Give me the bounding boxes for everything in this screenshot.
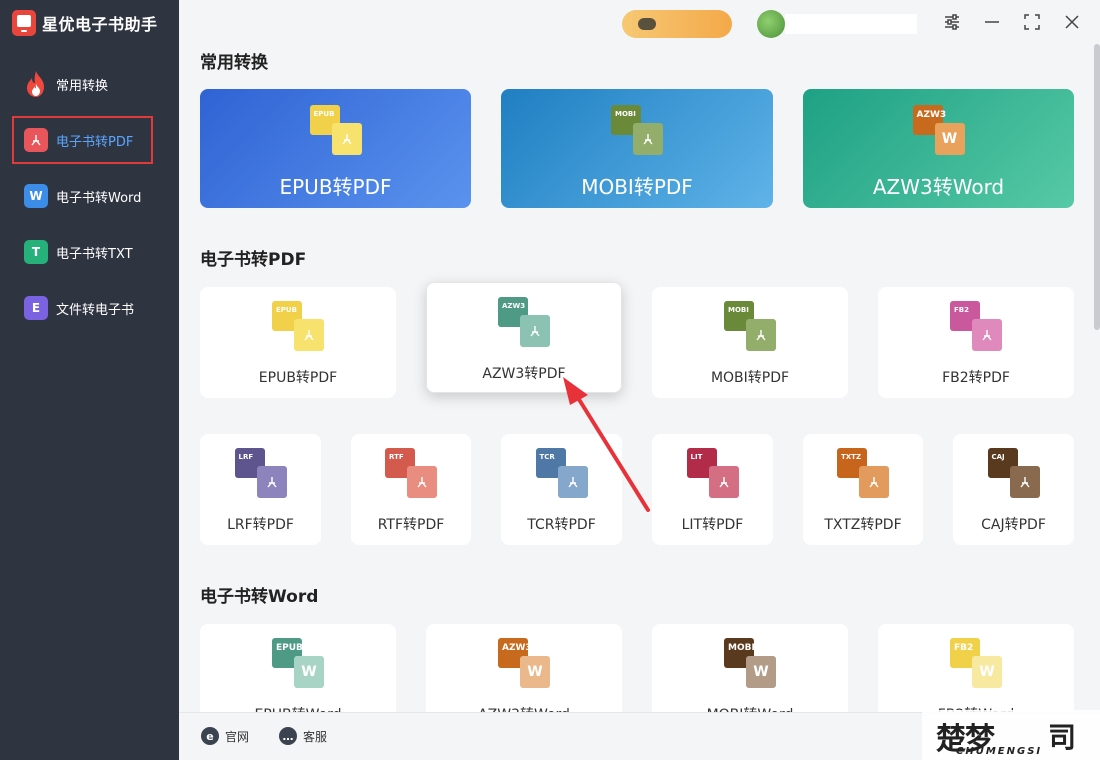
- user-account[interactable]: [757, 10, 917, 38]
- chat-icon: …: [279, 727, 297, 745]
- support-label: 客服: [303, 729, 328, 744]
- card-label: MOBI转PDF: [710, 370, 790, 386]
- convert-card-fb2-to-pdf[interactable]: FB2 FB2转PDF: [878, 287, 1074, 398]
- azw3-word-icon: AZW3 W: [498, 638, 550, 688]
- avatar[interactable]: [757, 10, 785, 38]
- azw3-word-icon: AZW3 W: [912, 105, 965, 155]
- tcr-pdf-icon: TCR: [535, 448, 588, 498]
- sidebar: 星优电子书助手 常用转换 电子书转PDF W 电子书转Word T 电子书转: [0, 0, 179, 760]
- quick-card-label: MOBI转PDF: [581, 175, 693, 199]
- sidebar-item-file-to-ebook[interactable]: E 文件转电子书: [0, 280, 179, 336]
- rtf-pdf-icon: RTF: [385, 448, 437, 498]
- section-title-common: 常用转换: [200, 53, 268, 73]
- convert-card-mobi-to-word[interactable]: MOBI W MOBI转Word: [652, 624, 848, 712]
- ie-icon: e: [201, 727, 219, 745]
- epub-word-icon: EPUB W: [272, 638, 324, 688]
- website-link[interactable]: e 官网: [201, 727, 249, 745]
- mobi-word-icon: MOBI W: [724, 638, 776, 688]
- mobi-pdf-icon: MOBI: [724, 301, 776, 351]
- mobi-pdf-icon: MOBI: [611, 105, 663, 155]
- quick-card-mobi-to-pdf[interactable]: MOBI MOBI转PDF: [501, 89, 773, 208]
- watermark-logo-icon: 司: [1048, 721, 1077, 754]
- card-label: AZW3转PDF: [482, 366, 566, 382]
- convert-card-fb2-to-word[interactable]: FB2 W FB2转Word: [878, 624, 1074, 712]
- section-title-to-pdf: 电子书转PDF: [200, 250, 307, 270]
- watermark-title: 楚梦: [936, 722, 995, 757]
- sidebar-item-ebook-to-word[interactable]: W 电子书转Word: [0, 168, 179, 224]
- main-content: 常用转换 EPUB EPUB转PDF MOBI MOBI转PDF AZW3 W …: [179, 44, 1092, 712]
- minimize-icon[interactable]: [982, 12, 1002, 32]
- settings-sliders-icon[interactable]: [942, 12, 962, 32]
- caj-pdf-icon: CAJ: [987, 448, 1040, 498]
- card-label: MOBI转Word: [652, 704, 848, 712]
- support-link[interactable]: … 客服: [279, 727, 327, 745]
- convert-card-epub-to-pdf[interactable]: EPUB EPUB转PDF: [200, 287, 396, 398]
- website-label: 官网: [225, 729, 250, 744]
- convert-card-azw3-to-pdf[interactable]: AZW3 AZW3转PDF: [426, 282, 622, 393]
- vip-pill-button[interactable]: [622, 10, 732, 38]
- sidebar-item-label: 常用转换: [56, 78, 109, 94]
- pdf-icon: [24, 128, 48, 152]
- lit-pdf-icon: LIT: [686, 448, 739, 498]
- sidebar-item-ebook-to-txt[interactable]: T 电子书转TXT: [0, 224, 179, 280]
- quick-card-label: AZW3转Word: [872, 175, 1005, 199]
- convert-card-azw3-to-word[interactable]: AZW3 W AZW3转Word: [426, 624, 622, 712]
- sidebar-nav: 常用转换 电子书转PDF W 电子书转Word T 电子书转TXT E 文件转电…: [0, 56, 179, 336]
- quick-card-label: EPUB转PDF: [279, 175, 392, 199]
- txt-icon: T: [24, 240, 48, 264]
- convert-card-caj-to-pdf[interactable]: CAJ CAJ转PDF: [953, 434, 1074, 545]
- card-label: RTF转PDF: [377, 517, 445, 533]
- fb2-word-icon: FB2 W: [950, 638, 1002, 688]
- quick-card-epub-to-pdf[interactable]: EPUB EPUB转PDF: [200, 89, 471, 208]
- fullscreen-icon[interactable]: [1022, 12, 1042, 32]
- lrf-pdf-icon: LRF: [234, 448, 287, 498]
- sidebar-item-label: 电子书转Word: [56, 190, 142, 206]
- app-brand: 星优电子书助手: [12, 10, 158, 36]
- card-label: AZW3转Word: [426, 704, 622, 712]
- sidebar-item-ebook-to-pdf[interactable]: 电子书转PDF: [0, 112, 179, 168]
- watermark: 楚梦 CHUMENGSI 司: [922, 710, 1100, 760]
- epub-pdf-icon: EPUB: [272, 301, 324, 351]
- word-icon: W: [24, 184, 48, 208]
- app-logo-icon: [12, 10, 36, 36]
- close-icon[interactable]: [1062, 12, 1082, 32]
- azw3-pdf-icon: AZW3: [498, 297, 550, 347]
- fire-icon: [24, 70, 48, 98]
- convert-card-txtz-to-pdf[interactable]: TXTZ TXTZ转PDF: [803, 434, 923, 545]
- card-label: TXTZ转PDF: [824, 517, 902, 533]
- quick-card-azw3-to-word[interactable]: AZW3 W AZW3转Word: [803, 89, 1074, 208]
- watermark-subtitle: CHUMENGSI: [956, 746, 1043, 757]
- card-label: TCR转PDF: [527, 517, 596, 533]
- sidebar-item-label: 文件转电子书: [56, 302, 135, 318]
- convert-card-lit-to-pdf[interactable]: LIT LIT转PDF: [652, 434, 773, 545]
- card-label: EPUB转PDF: [258, 370, 338, 386]
- sidebar-item-common[interactable]: 常用转换: [0, 56, 179, 112]
- highlight-frame: [12, 116, 153, 164]
- card-label: EPUB转Word: [200, 704, 396, 712]
- card-label: LIT转PDF: [681, 517, 744, 533]
- section-title-to-word: 电子书转Word: [200, 587, 319, 607]
- convert-card-tcr-to-pdf[interactable]: TCR TCR转PDF: [501, 434, 622, 545]
- card-label: FB2转Word: [878, 704, 1074, 712]
- convert-card-lrf-to-pdf[interactable]: LRF LRF转PDF: [200, 434, 321, 545]
- txtz-pdf-icon: TXTZ: [837, 448, 889, 498]
- card-label: FB2转PDF: [942, 370, 1010, 386]
- sidebar-item-label: 电子书转TXT: [56, 246, 133, 262]
- sidebar-item-label: 电子书转PDF: [56, 134, 134, 150]
- app-title: 星优电子书助手: [42, 15, 158, 34]
- epub-pdf-icon: EPUB: [309, 105, 362, 155]
- card-label: LRF转PDF: [227, 517, 294, 533]
- card-label: CAJ转PDF: [981, 517, 1046, 533]
- username-redacted: [785, 14, 917, 34]
- ebook-icon: E: [24, 296, 48, 320]
- convert-card-epub-to-word[interactable]: EPUB W EPUB转Word: [200, 624, 396, 712]
- fb2-pdf-icon: FB2: [950, 301, 1002, 351]
- scrollbar[interactable]: [1094, 44, 1100, 330]
- convert-card-mobi-to-pdf[interactable]: MOBI MOBI转PDF: [652, 287, 848, 398]
- convert-card-rtf-to-pdf[interactable]: RTF RTF转PDF: [351, 434, 471, 545]
